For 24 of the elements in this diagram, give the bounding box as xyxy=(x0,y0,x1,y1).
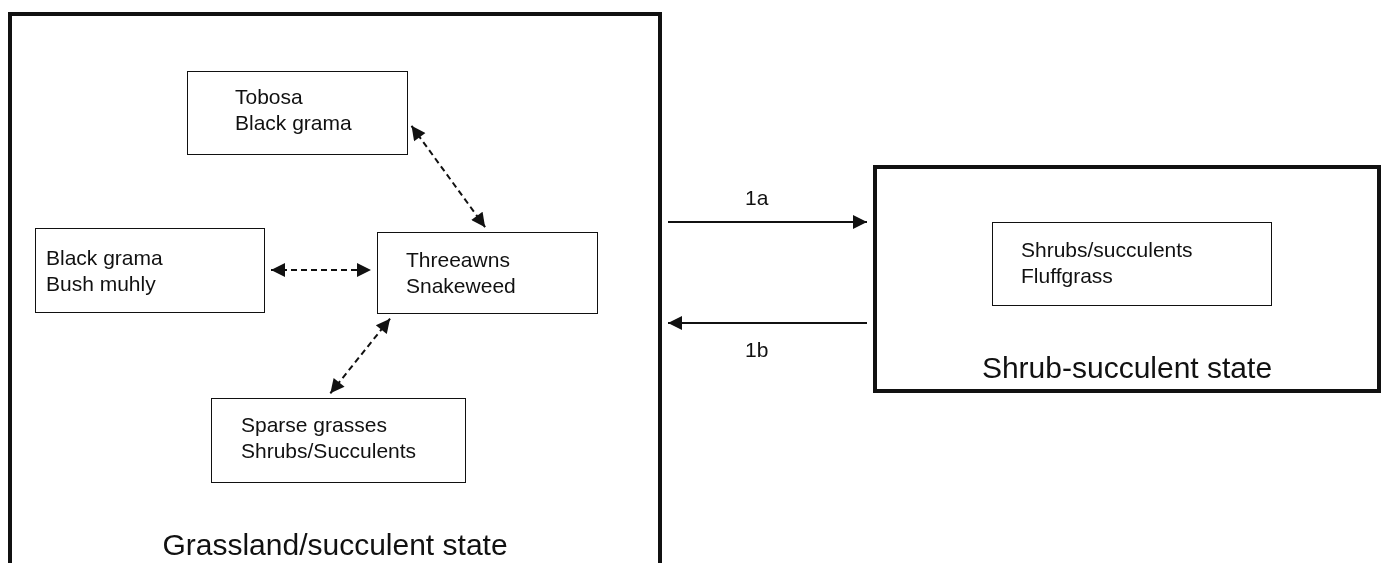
state-box xyxy=(873,165,1381,393)
state-title: Shrub-succulent state xyxy=(981,350,1273,386)
species-box xyxy=(377,232,598,314)
species-box xyxy=(35,228,265,313)
species-name: Fluffgrass xyxy=(1021,263,1114,290)
species-name: Threeawns xyxy=(406,247,511,273)
arrow xyxy=(667,316,868,330)
state-title: Grassland/succulent state xyxy=(162,527,508,563)
species-name: Sparse grasses xyxy=(241,412,388,438)
arrow xyxy=(329,317,392,395)
species-name: Bush muhly xyxy=(46,271,157,298)
species-name: Shrubs/succulents xyxy=(1021,237,1193,263)
species-name: Tobosa xyxy=(235,84,304,110)
species-box xyxy=(992,222,1272,306)
arrow xyxy=(270,263,372,277)
arrow xyxy=(667,215,868,229)
species-name: Black grama xyxy=(46,245,163,271)
species-name: Shrubs/Succulents xyxy=(241,438,417,465)
species-box xyxy=(187,71,408,155)
species-box xyxy=(211,398,466,483)
species-name: Black grama xyxy=(235,110,352,137)
species-name: Snakeweed xyxy=(406,273,516,300)
arrow xyxy=(410,124,487,229)
state-box xyxy=(8,12,662,563)
